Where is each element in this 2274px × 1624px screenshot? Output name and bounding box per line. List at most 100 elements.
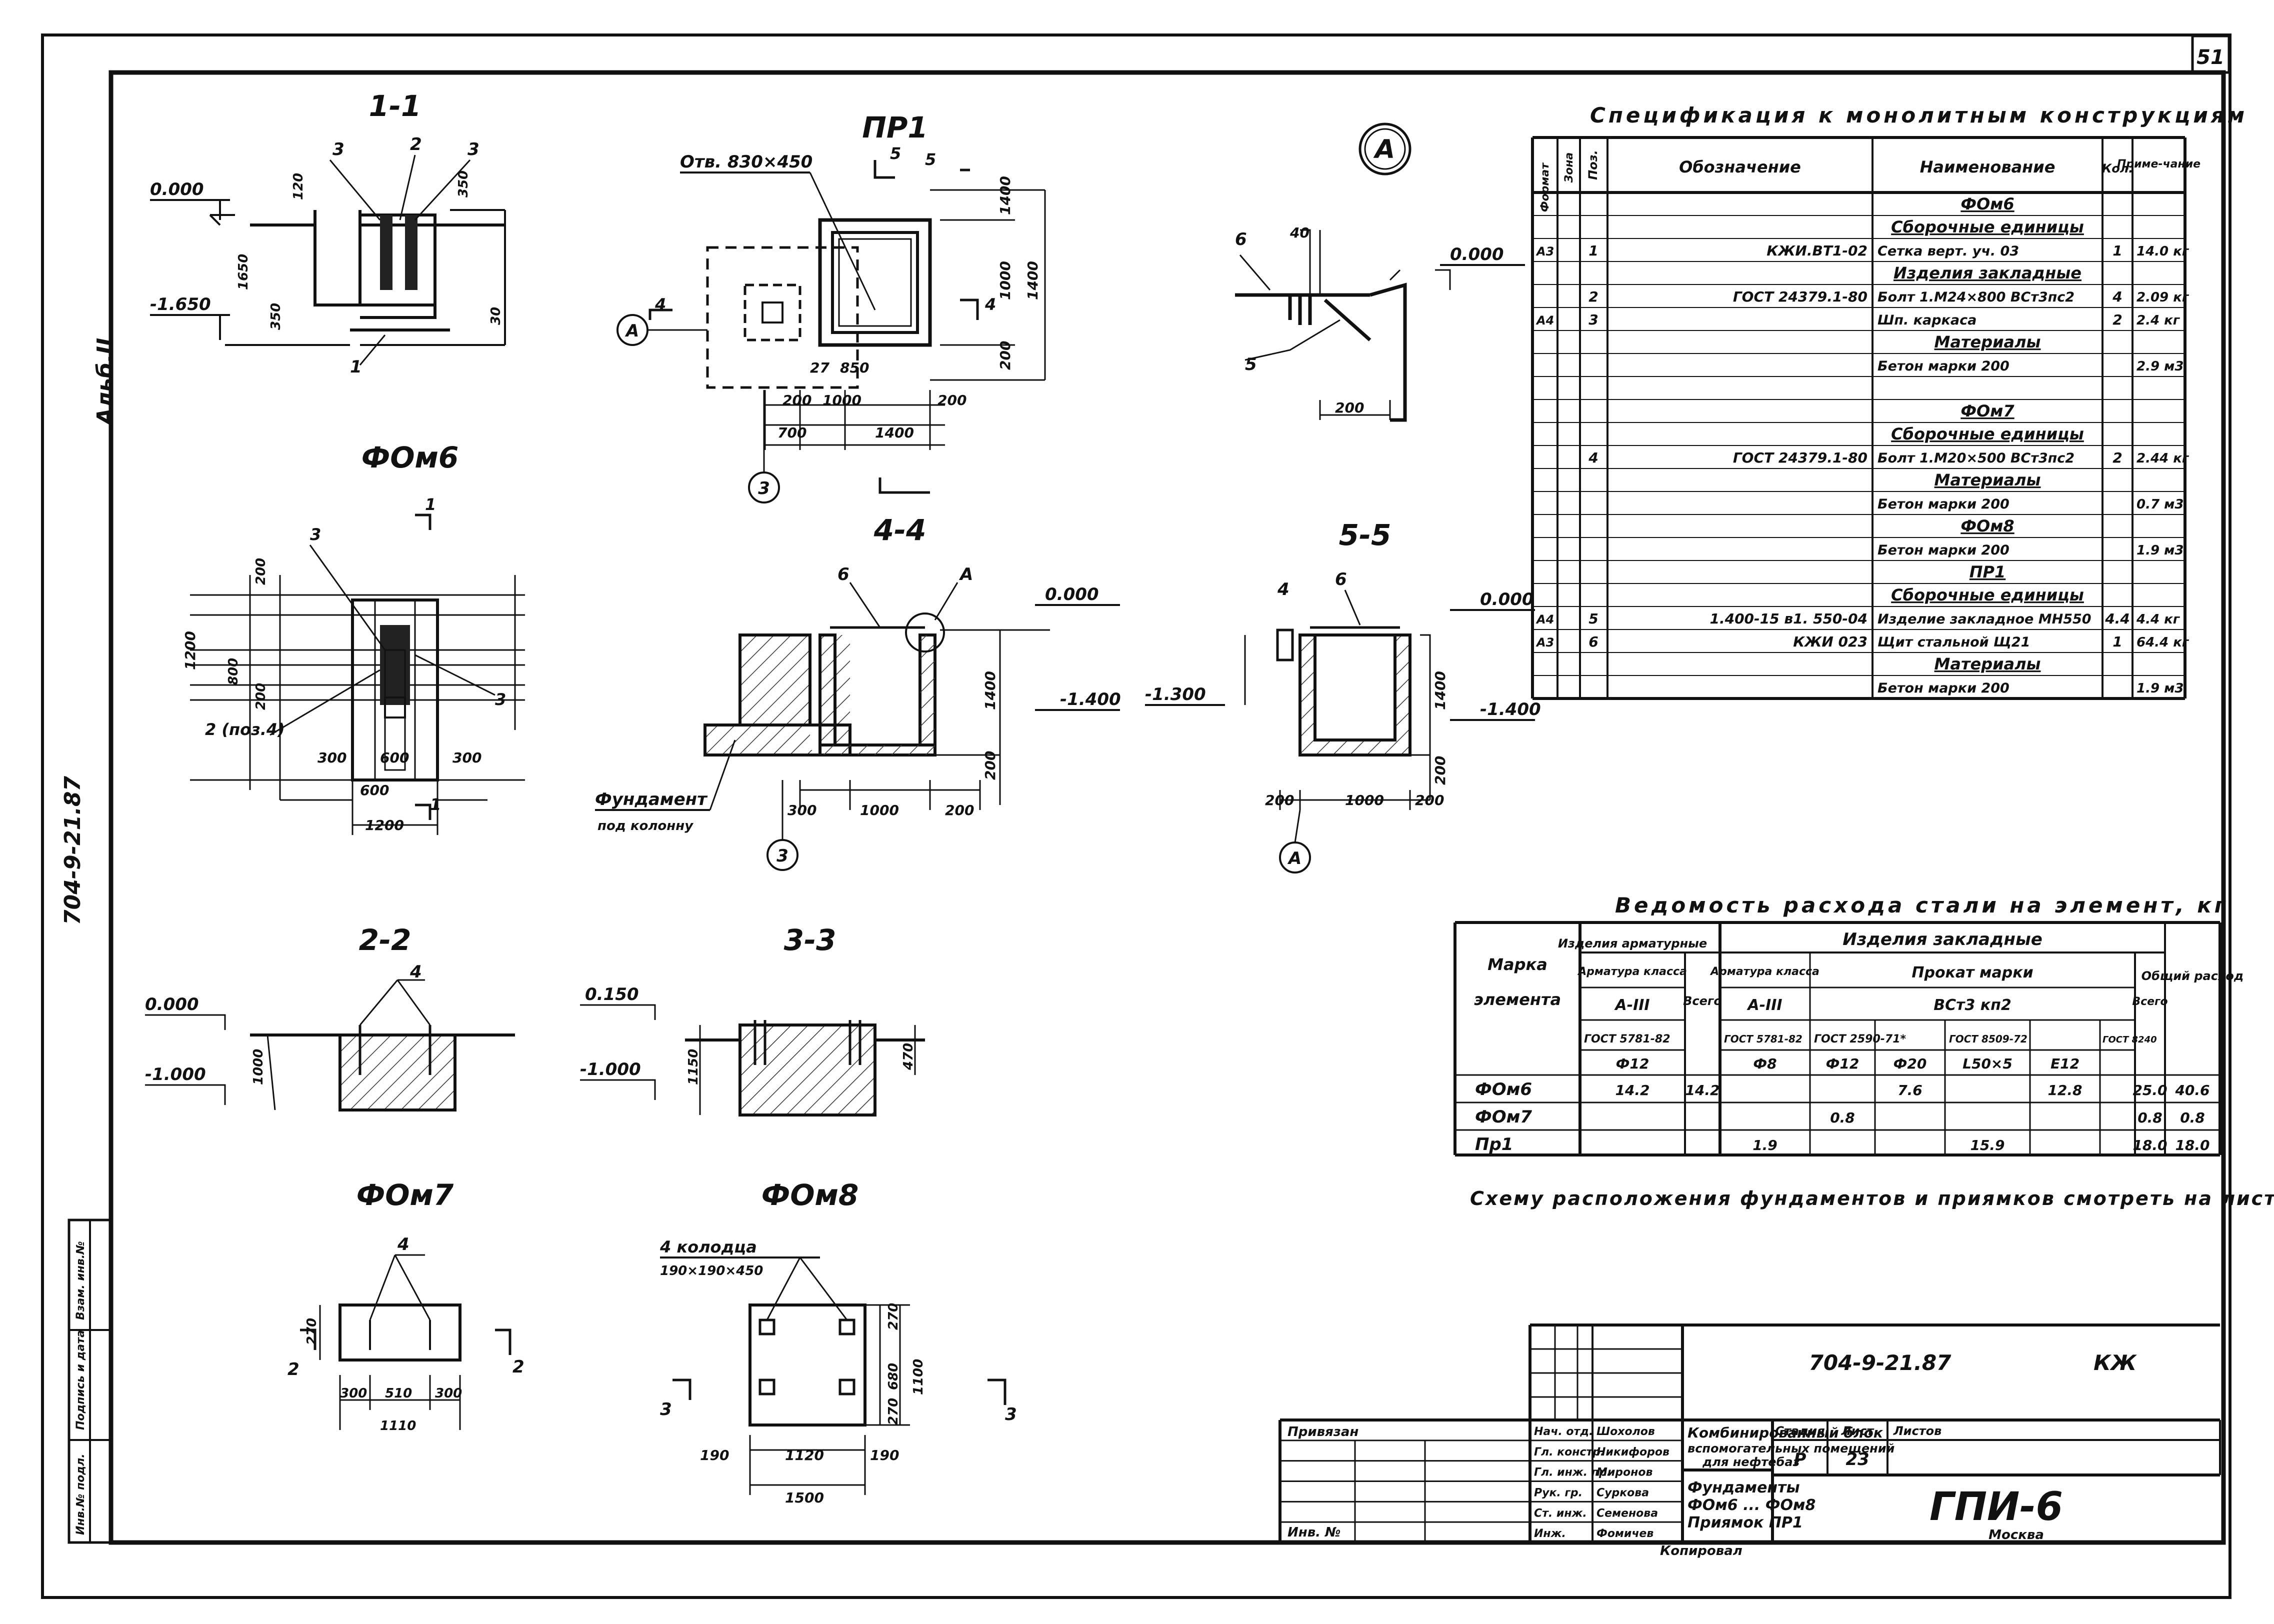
section-3-3: 3-3 0.150 -1.000 1150 470 xyxy=(580,923,925,1116)
stamp-privyazan: Привязан xyxy=(1288,1424,1358,1440)
svg-text:190: 190 xyxy=(700,1447,729,1464)
stamp-inv: Инв. № xyxy=(1288,1525,1340,1540)
svg-text:200: 200 xyxy=(254,683,268,710)
svg-text:1400: 1400 xyxy=(1024,261,1041,300)
steel-cell: 25.0 xyxy=(2132,1082,2167,1098)
spec-cell-name: ПР1 xyxy=(1970,562,2006,582)
spec-cell-pos: 1 xyxy=(1588,242,1598,259)
spec-header-note: Приме-чание xyxy=(2117,158,2200,170)
svg-text:1400: 1400 xyxy=(1432,671,1448,710)
svg-text:300: 300 xyxy=(340,1386,367,1401)
steel-gost-4: ГОСТ 8509-72 xyxy=(1949,1033,2028,1045)
steel-size: Ф8 xyxy=(1753,1056,1776,1072)
stamp-name: Семенова xyxy=(1596,1507,1658,1520)
spec-cell-note: 0.7 м3 xyxy=(2136,497,2184,512)
section-2-2: 2-2 0.000 -1.000 1000 4 xyxy=(145,923,515,1112)
svg-text:1000: 1000 xyxy=(860,802,899,818)
spec-header-name: Наименование xyxy=(1920,158,2056,176)
svg-text:-1.000: -1.000 xyxy=(580,1060,641,1080)
svg-text:270: 270 xyxy=(886,1398,901,1425)
spec-cell-note: 2.4 кг xyxy=(2136,313,2180,328)
steel-header-prokat: Прокат марки xyxy=(1912,964,2033,982)
section-1-1: 1-1 0.000 -1.650 1650 120 350 350 30 3 2… xyxy=(150,89,506,377)
svg-text:200: 200 xyxy=(1265,792,1294,808)
svg-text:510: 510 xyxy=(385,1386,412,1401)
node-a-mark: 0.000 xyxy=(1450,244,1504,264)
svg-text:850: 850 xyxy=(840,360,869,376)
stamp-name: Никифоров xyxy=(1596,1446,1670,1458)
s11-mark-000: 0.000 xyxy=(150,180,204,200)
inner-frame xyxy=(108,70,2226,1545)
steel-size: Ф20 xyxy=(1894,1056,1927,1072)
svg-text:А: А xyxy=(1287,848,1302,868)
pr1-title: ПР1 xyxy=(862,110,928,144)
steel-cell: 0.8 xyxy=(1830,1110,1855,1126)
stamp-title1-c: для нефтебаз xyxy=(1702,1455,1800,1469)
spec-cell-pos: 2 xyxy=(1588,288,1598,305)
steel-header-a3-2: А-III xyxy=(1746,996,1782,1014)
spec-cell-name: ФОм7 xyxy=(1960,402,2014,420)
spec-cell-designation: КЖИ.ВТ1-02 xyxy=(1766,242,1868,259)
steel-gost-2: ГОСТ 5781-82 xyxy=(1724,1033,1802,1045)
steel-header-arm: Изделия арматурные xyxy=(1558,936,1707,950)
svg-text:1: 1 xyxy=(430,795,441,814)
svg-text:350: 350 xyxy=(456,170,471,198)
stamp-h-stage: Стадия xyxy=(1775,1424,1824,1438)
stamp-name: Суркова xyxy=(1596,1487,1649,1500)
stamp-role: Нач. отд. xyxy=(1534,1426,1593,1438)
side-stamp-replace: Взам. инв.№ xyxy=(74,1241,87,1320)
svg-text:-1.400: -1.400 xyxy=(1480,700,1541,720)
svg-text:2: 2 xyxy=(288,1360,300,1380)
svg-text:1400: 1400 xyxy=(997,176,1014,215)
steel-cell: 14.2 xyxy=(1615,1082,1650,1098)
steel-cell: 15.9 xyxy=(1970,1137,2004,1154)
spec-cell-designation: КЖИ 023 xyxy=(1793,634,1868,650)
svg-text:-1.000: -1.000 xyxy=(145,1064,206,1084)
svg-text:1120: 1120 xyxy=(785,1447,824,1464)
steel-cell: 18.0 xyxy=(2175,1137,2210,1154)
spec-cell-qty: 2 xyxy=(2112,312,2122,328)
spec-cell-name: ФОм8 xyxy=(1960,516,2014,536)
spec-cell-note: 2.44 кг xyxy=(2136,451,2190,466)
spec-cell-name: Болт 1.М20×500 ВСт3пс2 xyxy=(1878,450,2074,466)
s11-mark-1650: -1.650 xyxy=(150,294,211,314)
spec-cell-pos: 3 xyxy=(1588,312,1598,328)
page-number: 51 xyxy=(2196,46,2224,69)
svg-text:3: 3 xyxy=(660,1400,672,1420)
spec-cell-name: Бетон марки 200 xyxy=(1878,358,2010,374)
svg-text:0.150: 0.150 xyxy=(585,984,639,1004)
pr1-axis-3: 3 xyxy=(758,478,770,498)
stamp-title2-a: Фундаменты xyxy=(1688,1479,1800,1496)
svg-text:300: 300 xyxy=(788,802,816,818)
svg-text:1400: 1400 xyxy=(875,424,914,441)
svg-text:120: 120 xyxy=(291,173,306,200)
side-doc-code: 704-9-21.87 xyxy=(60,776,86,925)
stamp-city: Москва xyxy=(1988,1528,2044,1542)
svg-text:1200: 1200 xyxy=(365,817,404,834)
spec-cell-designation: ГОСТ 24379.1-80 xyxy=(1733,288,1868,305)
spec-table: Спецификация к монолитным конструкциям Ф… xyxy=(1531,103,2244,700)
spec-cell-qty: 4 xyxy=(2112,288,2122,305)
spec-cell-qty: 4.4 xyxy=(2104,610,2130,627)
stamp-name: Шохолов xyxy=(1596,1426,1655,1438)
spec-cell-format: А3 xyxy=(1536,244,1554,258)
node-a: А 6 5 40 200 0.000 xyxy=(1235,122,1525,422)
svg-text:3: 3 xyxy=(310,525,321,544)
spec-cell-pos: 4 xyxy=(1588,450,1598,466)
spec-cell-name: Бетон марки 200 xyxy=(1878,496,2010,512)
page-number-box xyxy=(2191,34,2230,74)
svg-text:1400: 1400 xyxy=(982,671,998,710)
plan-fom6: ФОм6 1200 200 800 200 300 600 300 600 12… xyxy=(182,440,525,835)
steel-cell: 7.6 xyxy=(1898,1082,1922,1098)
steel-header-total-1: Всего xyxy=(1683,994,1722,1008)
svg-text:4: 4 xyxy=(984,295,996,314)
spec-cell-name: Бетон марки 200 xyxy=(1878,680,2010,696)
svg-text:5: 5 xyxy=(1245,354,1257,374)
section-5-5: 5-5 0.000 -1.300 -1.400 1400 200 200 100… xyxy=(1145,518,1541,874)
svg-text:2: 2 xyxy=(512,1357,524,1377)
steel-title: Ведомость расхода стали на элемент, кг xyxy=(1615,893,2228,918)
steel-row-mark: ФОм7 xyxy=(1475,1107,1532,1127)
spec-cell-name: Материалы xyxy=(1934,470,2041,490)
svg-text:40: 40 xyxy=(1290,224,1310,241)
steel-gost-5: ГОСТ 8240 xyxy=(2102,1034,2157,1045)
